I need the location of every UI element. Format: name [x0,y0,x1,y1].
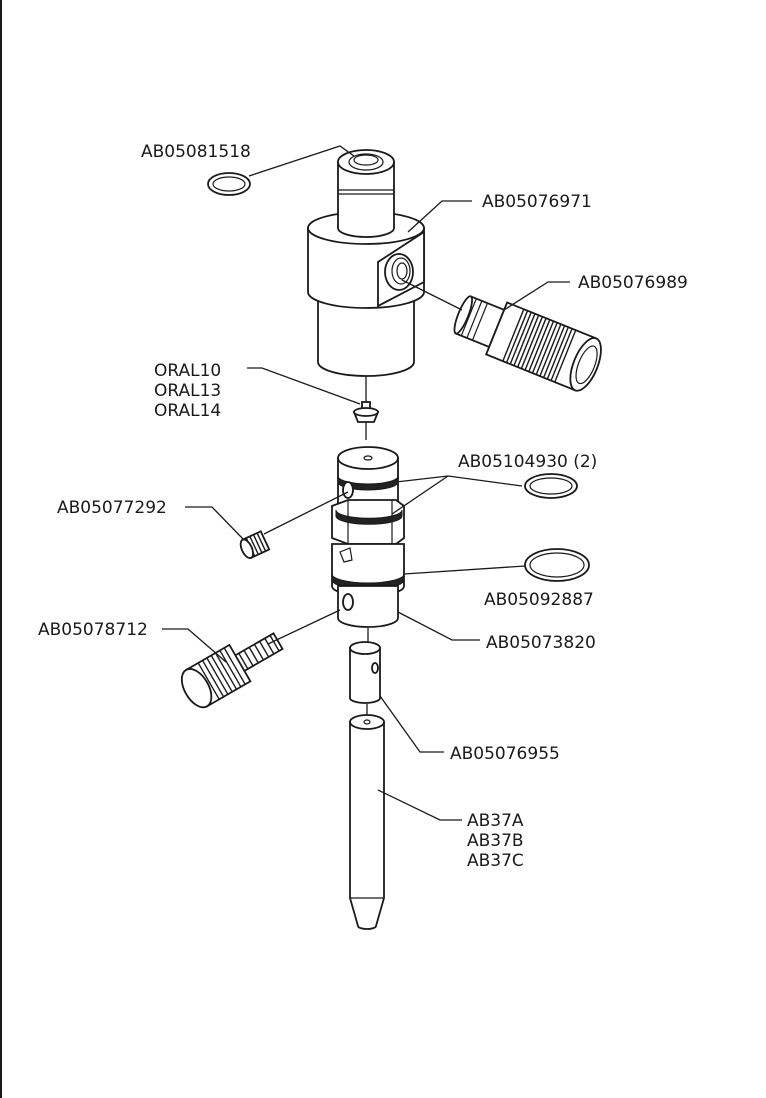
label-ab05076989: AB05076989 [578,273,688,293]
label-ab05077292: AB05077292 [57,498,167,518]
side-plug [239,530,271,560]
label-oral13: ORAL13 [154,381,221,401]
label-ab05104930: AB05104930 (2) [458,452,597,472]
sleeve [349,628,381,716]
leader-lines [162,145,570,821]
o-ring-large [524,548,590,582]
label-ab05081518: AB05081518 [141,142,251,162]
upper-body [307,149,425,377]
label-ab37c: AB37C [467,851,524,871]
label-ab05076955: AB05076955 [450,744,560,764]
nozzle [349,714,385,930]
label-oral10: ORAL10 [154,361,221,381]
label-ab05078712: AB05078712 [38,620,148,640]
check-valve [352,376,380,440]
label-ab05073820: AB05073820 [486,633,596,653]
label-ab37a: AB37A [467,811,524,831]
label-ab05092887: AB05092887 [484,590,594,610]
label-ab05076971: AB05076971 [482,192,592,212]
top-o-ring [207,172,251,196]
knob-screw [180,632,284,709]
inlet-fitting [453,295,602,392]
o-ring-pair [524,473,578,499]
label-ab37b: AB37B [467,831,524,851]
label-oral14: ORAL14 [154,401,221,421]
middle-body [331,446,405,628]
